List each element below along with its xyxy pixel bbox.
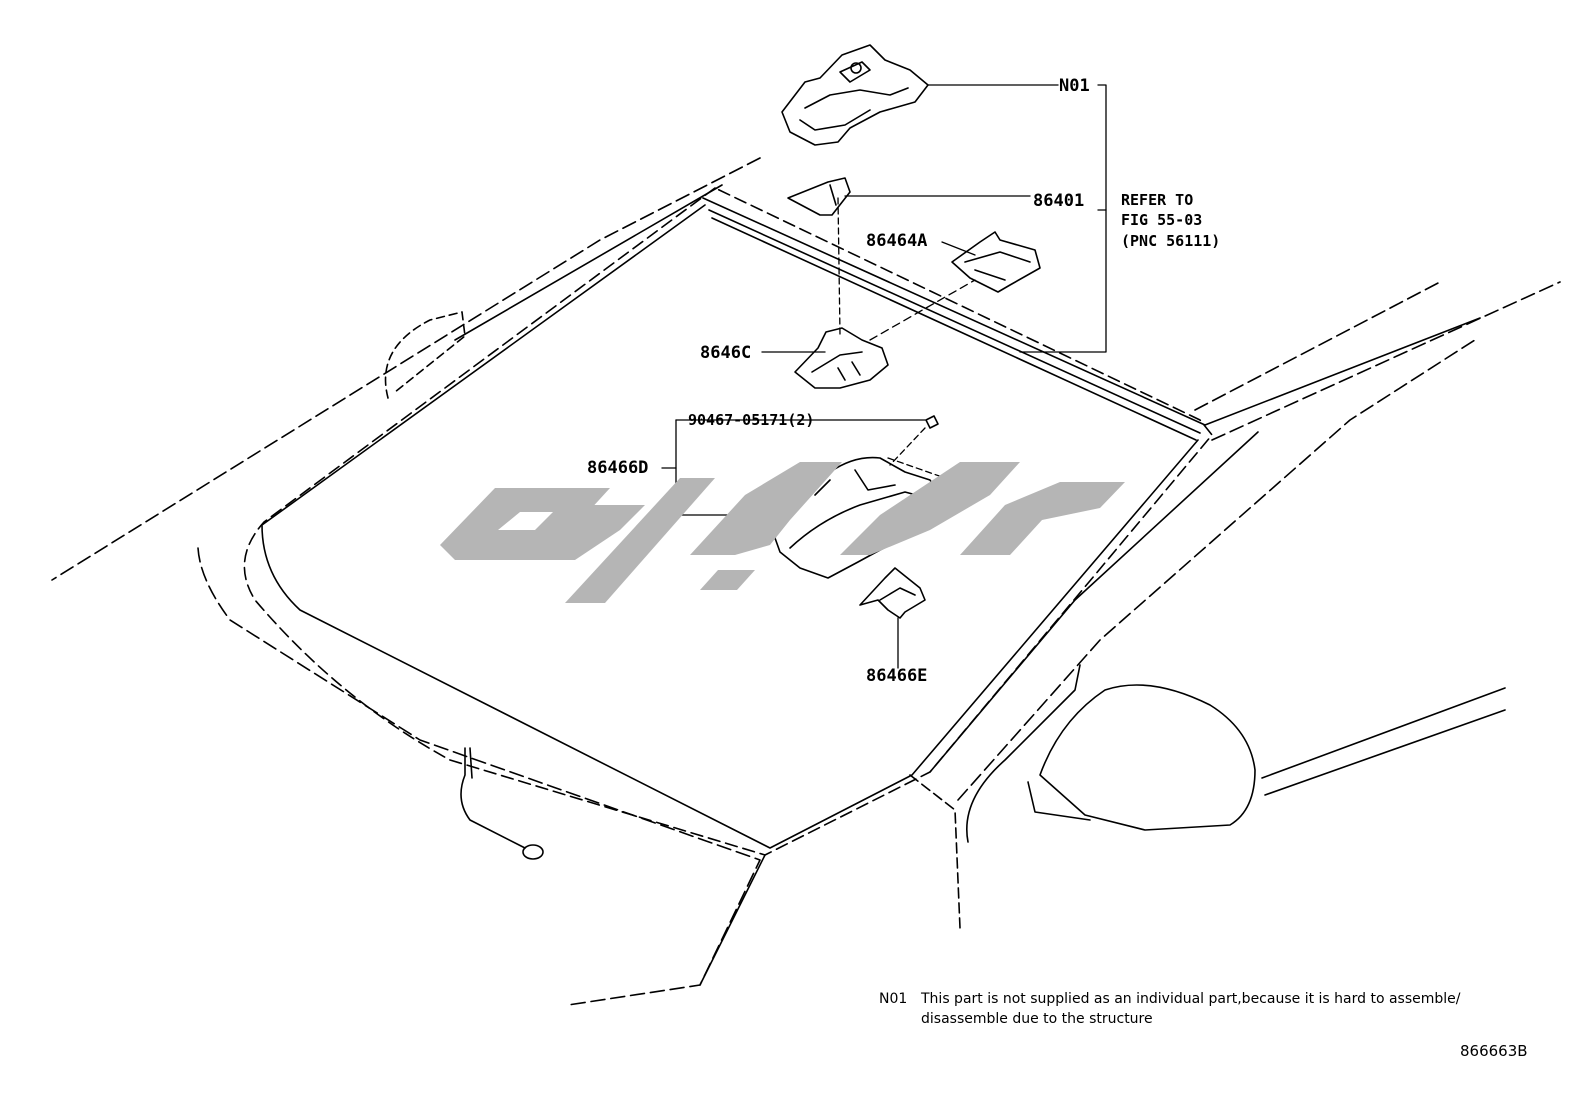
callout-86466d: 86466D [587, 458, 649, 478]
callout-90467-bolt: 90467-05171(2) [688, 411, 815, 429]
footnote-line-2: disassemble due to the structure [921, 1011, 1153, 1028]
part-86464a-clip [951, 231, 1041, 293]
footnote-code: N01 [879, 991, 908, 1007]
harness-outline [460, 747, 544, 860]
part-n01-bracket [781, 44, 929, 146]
right-mirror-outline [1027, 684, 1256, 831]
left-mirror-outline [384, 311, 466, 399]
leader-lines [661, 84, 1107, 669]
figure-number: 866663B [1460, 1042, 1528, 1060]
right-door-outline [929, 337, 1506, 843]
part-86401-cover [787, 177, 851, 216]
reference-line-2: FIG 55-03 [1121, 211, 1203, 230]
reference-note: REFER TO FIG 55-03 (PNC 56111) [1121, 190, 1220, 251]
part-8646c-bracket [794, 327, 889, 389]
reference-line-1: REFER TO [1121, 191, 1194, 209]
callout-8646c: 8646C [700, 343, 752, 363]
callout-86466e: 86466E [866, 666, 928, 686]
part-90467-bolt [925, 415, 939, 429]
part-86466e-cover [859, 567, 926, 619]
footnote-text: This part is not supplied as an individu… [921, 989, 1460, 1030]
windshield-outline [51, 157, 1561, 856]
reference-line-3: (PNC 56111) [1121, 231, 1221, 250]
hood-outline [197, 547, 961, 1006]
callout-n01: N01 [1059, 76, 1090, 96]
footnote-line-1: This part is not supplied as an individu… [921, 991, 1461, 1007]
watermark-logo [440, 462, 1125, 603]
callout-86401: 86401 [1033, 191, 1085, 211]
callout-86464a: 86464A [866, 231, 928, 251]
